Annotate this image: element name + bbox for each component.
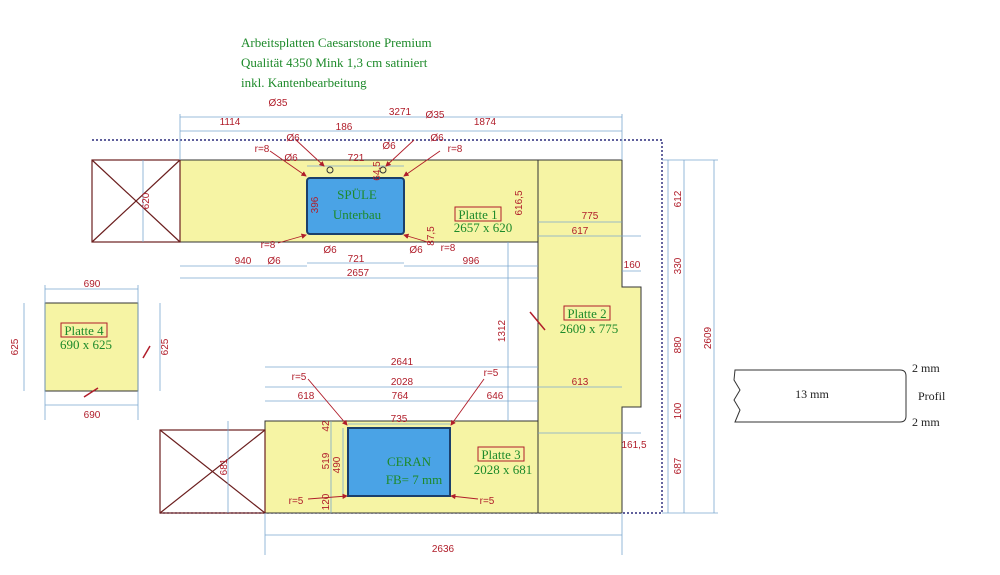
- tap-hole: [326, 166, 334, 174]
- dim-690-top: 690: [84, 279, 101, 290]
- dim-330: 330: [673, 257, 684, 274]
- spec-line-3: inkl. Kantenbearbeitung: [241, 75, 367, 90]
- plate-2-shape: [537, 159, 642, 514]
- dim-646: 646: [487, 391, 504, 402]
- dim-1312: 1312: [497, 319, 508, 342]
- profile-bottom-edge: 2 mm: [912, 415, 940, 429]
- dim-616-5: 616,5: [514, 190, 525, 215]
- dim-721-top: 721: [348, 153, 365, 164]
- plate-1-size: 2657 x 620: [454, 220, 513, 235]
- joint-mark-1: [529, 311, 546, 331]
- cooktop-label-2: FB= 7 mm: [386, 472, 442, 487]
- dim-100: 100: [673, 402, 684, 419]
- hole-label-6f: Ø6: [409, 245, 423, 256]
- dim-617: 617: [572, 226, 589, 237]
- plate-2-name: Platte 2: [567, 306, 606, 321]
- hole-label-6g: Ø6: [284, 153, 298, 164]
- dim-625-right: 625: [160, 338, 171, 355]
- plate-2-label-box: [563, 305, 611, 321]
- radius-label-4: r=8: [441, 243, 456, 254]
- cooktop-label-1: CERAN: [387, 454, 432, 469]
- plate-4-label-box: [60, 322, 108, 338]
- dim-160: 160: [624, 260, 641, 271]
- leader-lines: [269, 139, 485, 500]
- profile-label: Profil: [918, 389, 946, 403]
- dim-764: 764: [392, 391, 409, 402]
- dim-1114: 1114: [220, 117, 241, 128]
- profile-top-edge: 2 mm: [912, 361, 940, 375]
- spec-line-1: Arbeitsplatten Caesarstone Premium: [241, 35, 432, 50]
- plate-1-label-box: [454, 206, 502, 222]
- cooktop-cutout: [347, 427, 451, 497]
- dim-42: 42: [321, 420, 332, 432]
- dimension-lines: [23, 114, 718, 555]
- joint-mark-3: [83, 387, 99, 398]
- tap-hole-2: [379, 166, 387, 174]
- dim-2641: 2641: [391, 357, 414, 368]
- tall-cabinet-bottom: [159, 429, 266, 514]
- dim-681: 681: [219, 458, 230, 475]
- plate-3-size: 2028 x 681: [474, 462, 533, 477]
- plate-2-size: 2609 x 775: [560, 321, 619, 336]
- dim-613: 613: [572, 377, 589, 388]
- radius-label-1: r=8: [255, 144, 270, 155]
- dim-490: 490: [332, 456, 343, 473]
- plate-4-name: Platte 4: [64, 323, 104, 338]
- plate-3-name: Platte 3: [481, 447, 520, 462]
- dim-775: 775: [582, 211, 599, 222]
- dim-1874: 1874: [474, 117, 497, 128]
- dim-120: 120: [321, 493, 332, 510]
- joint-mark-2: [142, 345, 151, 359]
- dim-940: 940: [235, 256, 252, 267]
- hole-label-6e: Ø6: [323, 245, 337, 256]
- dim-625-left: 625: [10, 338, 21, 355]
- dim-519: 519: [321, 452, 332, 469]
- dim-880: 880: [673, 336, 684, 353]
- dim-612: 612: [673, 190, 684, 207]
- hole-label-6b: Ø6: [430, 133, 444, 144]
- dim-690-bottom: 690: [84, 410, 101, 421]
- dim-161-5: 161,5: [621, 440, 646, 451]
- radius-label-7: r=5: [289, 496, 304, 507]
- dim-186: 186: [336, 122, 353, 133]
- plate-1-name: Platte 1: [458, 207, 497, 222]
- plate-4-shape: [44, 302, 139, 392]
- dim-2028: 2028: [391, 377, 414, 388]
- hole-label-35b: Ø35: [426, 110, 445, 121]
- dim-687: 687: [673, 457, 684, 474]
- profile-thickness: 13 mm: [795, 387, 829, 401]
- sink-label-2: Unterbau: [333, 207, 382, 222]
- dim-721-bottom: 721: [348, 254, 365, 265]
- radius-label-3: r=8: [261, 240, 276, 251]
- profile-section: [733, 369, 907, 423]
- dim-2609: 2609: [703, 326, 714, 349]
- dim-618: 618: [298, 391, 315, 402]
- sink-cutout: [306, 177, 405, 235]
- radius-label-6: r=5: [484, 368, 499, 379]
- plate-3-label-box: [477, 446, 525, 462]
- hole-label-6a: Ø6: [286, 133, 300, 144]
- dim-620: 620: [141, 192, 152, 209]
- spec-line-2: Qualität 4350 Mink 1,3 cm satiniert: [241, 55, 428, 70]
- hole-label-35a: Ø35: [269, 98, 288, 109]
- dim-396: 396: [310, 196, 321, 213]
- dim-3271: 3271: [389, 107, 412, 118]
- radius-label-5: r=5: [292, 372, 307, 383]
- dim-2657: 2657: [347, 268, 370, 279]
- sink-label-1: SPÜLE: [337, 187, 377, 202]
- dim-87-5: 87,5: [426, 226, 437, 246]
- tall-cabinet-top: [91, 159, 181, 243]
- hole-label-6c: Ø6: [382, 141, 396, 152]
- dim-2636: 2636: [432, 544, 455, 555]
- dim-996: 996: [463, 256, 480, 267]
- radius-label-8: r=5: [480, 496, 495, 507]
- radius-label-2: r=8: [448, 144, 463, 155]
- plate-4-size: 690 x 625: [60, 337, 112, 352]
- hole-label-6d: Ø6: [267, 256, 281, 267]
- dim-64-5: 64,5: [372, 161, 383, 181]
- dim-735: 735: [391, 414, 408, 425]
